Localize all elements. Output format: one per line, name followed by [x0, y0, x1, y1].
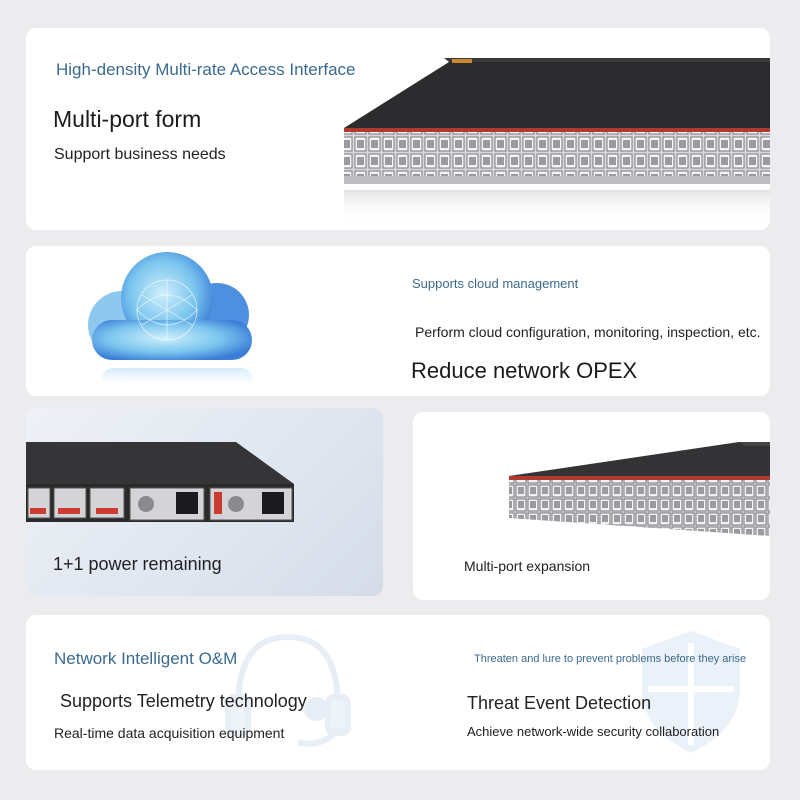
- cloud-icon: [88, 252, 252, 390]
- feature-card-expansion: Multi-port expansion: [413, 412, 770, 600]
- card1-tagline: High-density Multi-rate Access Interface: [56, 60, 356, 79]
- card1-subtitle: Support business needs: [54, 146, 226, 163]
- card2-description: Perform cloud configuration, monitoring,…: [415, 324, 761, 340]
- card3-title: 1+1 power remaining: [53, 554, 222, 574]
- card2-tagline: Supports cloud management: [412, 276, 579, 291]
- card5-left-title: Supports Telemetry technology: [60, 691, 307, 711]
- card5-left-subtitle: Real-time data acquisition equipment: [54, 725, 285, 741]
- card4-title: Multi-port expansion: [464, 558, 591, 574]
- feature-card-power: 1+1 power remaining: [26, 408, 383, 596]
- card1-title: Multi-port form: [53, 106, 202, 132]
- network-switch-image: [344, 58, 770, 224]
- headset-icon: [225, 633, 351, 747]
- card5-left-tagline: Network Intelligent O&M: [54, 649, 238, 668]
- shield-icon: [642, 631, 740, 753]
- card2-title: Reduce network OPEX: [411, 358, 638, 383]
- feature-card-multi-port: High-density Multi-rate Access Interface…: [26, 28, 770, 230]
- feature-card-cloud: Supports cloud management Perform cloud …: [26, 246, 770, 396]
- network-switch-angled-image: [509, 442, 770, 536]
- power-supply-image: [26, 442, 294, 522]
- feature-card-om-security: Network Intelligent O&M Supports Telemet…: [26, 615, 770, 770]
- card5-right-subtitle: Achieve network-wide security collaborat…: [467, 724, 720, 739]
- card5-right-tagline: Threaten and lure to prevent problems be…: [474, 653, 747, 665]
- card5-right-title: Threat Event Detection: [467, 693, 652, 713]
